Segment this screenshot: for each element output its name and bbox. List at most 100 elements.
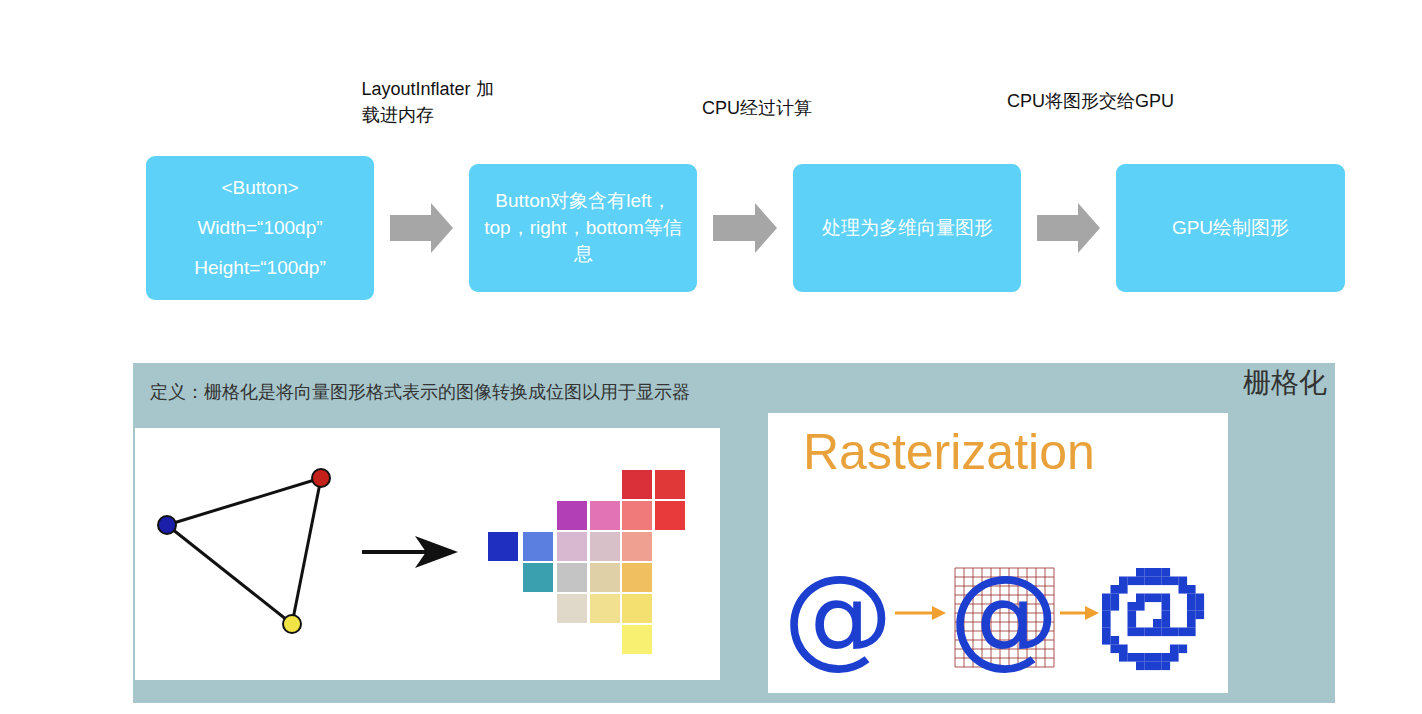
pixel [1196, 594, 1205, 603]
pixel [1111, 645, 1120, 654]
black-arrow [362, 536, 458, 568]
pixel [590, 594, 620, 623]
pixel [488, 532, 518, 561]
process-box: <Button> Width=“100dp” Height=“100dp” [146, 156, 374, 300]
pixel [523, 563, 553, 592]
pixel [1145, 653, 1154, 662]
pixel [1153, 577, 1162, 586]
pixel [1153, 653, 1162, 662]
pixel-grid [488, 470, 685, 654]
pixel [1179, 585, 1188, 594]
pixel [1145, 594, 1154, 603]
node-text: Button对象含有left，top，right，bottom等信息 [481, 188, 685, 268]
edge-label: LayoutInflater 加载进内存 [362, 76, 502, 128]
process-box: 处理为多维向量图形 [793, 164, 1021, 292]
pixel [1102, 619, 1111, 628]
pixel [1187, 619, 1196, 628]
pixel [622, 594, 652, 623]
pixel [1136, 602, 1145, 611]
edge-label: CPU经过计算 [702, 95, 812, 121]
pixel [1119, 577, 1128, 586]
pixel [655, 470, 685, 499]
pixel [557, 501, 587, 530]
pixel [1153, 568, 1162, 577]
pixel [1170, 628, 1179, 637]
pixel [1136, 653, 1145, 662]
pixel [622, 470, 652, 499]
pixel [1119, 585, 1128, 594]
pixel [1128, 628, 1137, 637]
block-arrow [713, 203, 777, 253]
vector-triangle [158, 469, 330, 633]
pixel [622, 532, 652, 561]
block-arrow [1037, 203, 1100, 253]
pixel [1102, 628, 1111, 637]
pixel [1170, 653, 1179, 662]
pixel [622, 625, 652, 654]
pixel [1162, 594, 1171, 603]
pixel [1153, 619, 1162, 628]
pixel [655, 501, 685, 530]
node-text: 处理为多维向量图形 [822, 215, 993, 242]
pixel [1162, 611, 1171, 620]
pixel [1187, 611, 1196, 620]
pixel [1162, 653, 1171, 662]
pixel-glyph [1102, 568, 1204, 670]
pixel [1187, 628, 1196, 637]
pixel [1162, 568, 1171, 577]
definition-panel: 定义：栅格化是将向量图形格式表示的图像转换成位图以用于显示器 栅格化 Raster… [133, 363, 1335, 703]
pixel [590, 501, 620, 530]
pixel [622, 501, 652, 530]
pixel [1136, 577, 1145, 586]
process-box: Button对象含有left，top，right，bottom等信息 [469, 164, 697, 292]
pixel [1119, 645, 1128, 654]
pixel [557, 532, 587, 561]
pixel [1196, 611, 1205, 620]
white-panel [135, 428, 720, 680]
pixel [1128, 602, 1137, 611]
pixel [1179, 645, 1188, 654]
pixel [590, 563, 620, 592]
glyph-sample: @ [949, 561, 1059, 671]
pixel [1111, 585, 1120, 594]
pixel [1170, 645, 1179, 654]
pixel [1145, 577, 1154, 586]
glyph-sample: @ [783, 561, 893, 671]
pixel [1111, 636, 1120, 645]
pixel [1162, 602, 1171, 611]
pixel [1179, 628, 1188, 637]
pixel [1136, 568, 1145, 577]
pixel [1187, 594, 1196, 603]
pixel [1162, 662, 1171, 671]
pixel [1119, 653, 1128, 662]
node-text: Rasterization [803, 423, 1095, 481]
pixel [1162, 628, 1171, 637]
pixel [1136, 594, 1145, 603]
pixel [1153, 662, 1162, 671]
pixel [590, 532, 620, 561]
pixel [1102, 594, 1111, 603]
panel-title: 栅格化 [1243, 364, 1327, 402]
pixel [1111, 594, 1120, 603]
pixel [557, 594, 587, 623]
pixel [1179, 577, 1188, 586]
pixel [1102, 636, 1111, 645]
pixel [1102, 602, 1111, 611]
pixel [1153, 594, 1162, 603]
edge-label: CPU将图形交给GPU [1007, 88, 1174, 114]
pixel [1136, 628, 1145, 637]
pixel [1111, 602, 1120, 611]
pixel [1162, 619, 1171, 628]
pixel [1128, 619, 1137, 628]
pixel [1170, 577, 1179, 586]
pixel [523, 532, 553, 561]
pixel [1128, 577, 1137, 586]
pixel [1196, 602, 1205, 611]
pixel [1136, 662, 1145, 671]
pixel [1145, 568, 1154, 577]
definition-text: 定义：栅格化是将向量图形格式表示的图像转换成位图以用于显示器 [150, 380, 690, 404]
node-text: GPU绘制图形 [1172, 215, 1289, 242]
block-arrow [390, 203, 453, 253]
node-text: <Button> Width=“100dp” Height=“100dp” [185, 168, 335, 288]
